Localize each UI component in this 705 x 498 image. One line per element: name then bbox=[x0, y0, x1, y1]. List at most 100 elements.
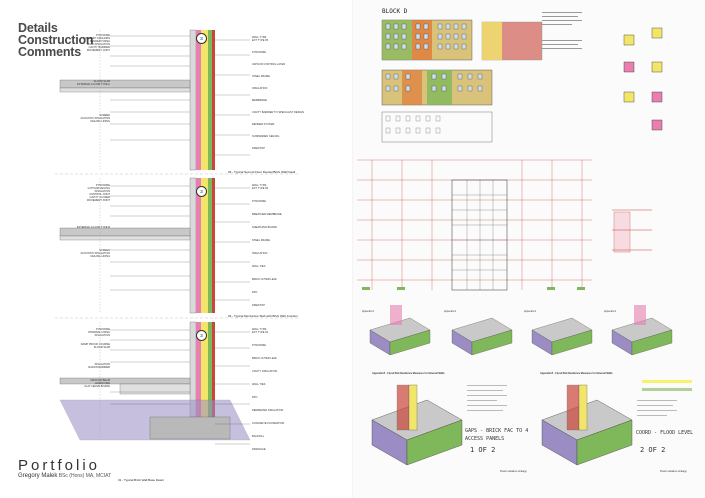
label: WALL TIES bbox=[252, 383, 266, 386]
label: FIRESTOP bbox=[252, 147, 265, 150]
label: CEILING LINING bbox=[90, 120, 110, 123]
label: CAVITY CLOSER bbox=[89, 196, 110, 199]
label: EXT TYPE 05 bbox=[252, 187, 269, 190]
label: ACOUSTIC INSULATION bbox=[80, 252, 111, 255]
author-name: Gregory Malek bbox=[18, 473, 58, 479]
note-gaps: GAPS - BRICK FAC TO 4 bbox=[465, 428, 529, 434]
label: RADON BARRIER bbox=[88, 366, 110, 369]
label: INSULATION bbox=[252, 87, 268, 90]
appendix-title-right: Appendix B - Flood Risk Resilience Measu… bbox=[540, 372, 613, 375]
detail-bottom-right-labels: WALL TYPE EXT TYPE 04 PYRO/FIRE BRICK OU… bbox=[252, 328, 312, 451]
title-line-2: Construction bbox=[18, 33, 94, 47]
label: HARDCORE bbox=[95, 382, 110, 385]
label: CONCRETE FOUNDATION bbox=[252, 422, 285, 425]
label: WALL TIES bbox=[252, 265, 266, 268]
label: RIGID INSULATION bbox=[86, 43, 110, 46]
portfolio-title: Portfolio bbox=[18, 457, 101, 474]
label: CONTROL JOINT bbox=[89, 193, 110, 196]
detail-bubble-middle: 3 bbox=[196, 186, 207, 197]
title-line-3: Comments bbox=[18, 45, 81, 59]
label: PERIMETER INSULATION bbox=[252, 409, 284, 412]
central-tower bbox=[451, 179, 508, 291]
legend-title-right: Flood resistance strategy bbox=[660, 470, 687, 473]
label: DAMP PROOF COURSE bbox=[80, 343, 110, 346]
label: INSULATION bbox=[94, 363, 110, 366]
label: CAVITY BARRIER TO SPECIALIST DESIGN bbox=[252, 111, 304, 114]
iso-panel-1 bbox=[369, 305, 431, 356]
label: BREATHER MEMBRANE bbox=[252, 213, 282, 216]
label: CEILING LINING bbox=[90, 255, 110, 258]
detail-bubble-top: 3 bbox=[196, 33, 207, 44]
label: EXTERNAL FLOOR TYPE A bbox=[76, 83, 110, 86]
note-sheet-2: 2 OF 2 bbox=[640, 446, 666, 454]
block-label: BLOCK D bbox=[382, 8, 408, 15]
label: SCREED bbox=[99, 249, 110, 252]
label: FLOOR SLAB bbox=[93, 346, 110, 349]
appendix-note-lines bbox=[467, 385, 677, 416]
panel-caption-4: Appendix A bbox=[604, 310, 617, 313]
label: GROUND BEAM bbox=[90, 379, 110, 382]
label: EXTERNAL FLOOR TYPE B bbox=[76, 226, 110, 229]
legend-title-left: Flood resistance strategy bbox=[500, 470, 527, 473]
label: DRAINAGE bbox=[252, 448, 266, 451]
notes-block bbox=[542, 12, 582, 49]
label: ACOUSTIC INSULATION bbox=[80, 117, 111, 120]
elevation-top bbox=[381, 19, 543, 61]
author-line: Gregory Malek BSc (Hons) MA, MCIAT bbox=[18, 473, 111, 479]
detail-top-left-labels: PYRO/FIRE MASONRY ANCHORS RENDER FINISH … bbox=[64, 34, 110, 123]
page-title: Details Construction Comments bbox=[18, 21, 94, 59]
wall-details-drawing bbox=[55, 29, 300, 445]
panel-caption-2: Appendix A bbox=[444, 310, 457, 313]
label: SUSPENDED CEILING bbox=[252, 135, 280, 138]
label: INSULATION bbox=[252, 252, 268, 255]
detail-middle-right-labels: WALL TYPE EXT TYPE 05 PYRO/FIRE BREATHER… bbox=[252, 184, 312, 307]
iso-panel-4 bbox=[611, 305, 673, 356]
label: PYRO/FIRE bbox=[96, 34, 110, 37]
label: INSULATION bbox=[94, 190, 110, 193]
label: PYRO/FIRE bbox=[252, 344, 266, 347]
detail-caption-top: 03 - Typical Second Floor Render/Brick W… bbox=[228, 170, 296, 174]
appendix-title-left: Appendix B - Flood Risk Resilience Measu… bbox=[372, 372, 445, 375]
detail-bubble-bottom: 3 bbox=[196, 330, 207, 341]
label: STEEL FRAME bbox=[252, 75, 270, 78]
label: DPC bbox=[252, 291, 258, 294]
label: FLOOR SLAB bbox=[93, 80, 110, 83]
label: PYRO/FIRE bbox=[96, 184, 110, 187]
label: MASONRY ANCHORS bbox=[83, 37, 110, 40]
label: EXT TYPE 05 bbox=[252, 39, 269, 42]
label: PYRO/FIRE bbox=[96, 328, 110, 331]
label: MOVEMENT JOINT bbox=[86, 49, 110, 52]
label: WALL TYPE bbox=[252, 36, 267, 39]
detail-bottom-left-labels: PYRO/FIRE INTERNAL FINISH INSULATION DAM… bbox=[64, 328, 110, 388]
label: INTERNAL FINISH bbox=[88, 331, 110, 334]
label: DPC bbox=[252, 396, 258, 399]
sketch-sheet bbox=[352, 0, 705, 498]
detail-top-right-labels: WALL TYPE EXT TYPE 05 PYRO/FIRE VAPOUR C… bbox=[252, 36, 312, 150]
label: WALL TYPE bbox=[252, 184, 267, 187]
label: SCREED bbox=[99, 114, 110, 117]
label: BRICK OUTER LEAF bbox=[252, 278, 277, 281]
label: FIRESTOP bbox=[252, 304, 265, 307]
green-markers bbox=[362, 287, 585, 290]
elevation-bottom bbox=[381, 111, 493, 143]
appendix-iso-left bbox=[371, 384, 463, 466]
label: STEEL FRAME bbox=[252, 239, 270, 242]
label: RENDER FINISH bbox=[89, 40, 110, 43]
iso-panels bbox=[369, 305, 673, 356]
label: VAPOUR CONTROL LAYER bbox=[252, 63, 286, 66]
label: WALL TYPE bbox=[252, 328, 267, 331]
label: SHEATHING BOARD bbox=[252, 226, 277, 229]
detail-caption-bottom: 01 - Typical Brick Wall Base Detail bbox=[118, 478, 164, 482]
elevation-middle bbox=[381, 69, 493, 106]
note-coord: COORD - FLOOD LEVEL bbox=[636, 430, 694, 436]
label: CAVITY INSULATION bbox=[252, 370, 278, 373]
iso-panel-3 bbox=[531, 317, 593, 356]
label: GYPSUM CEILING bbox=[87, 187, 110, 190]
red-sketch-detail bbox=[612, 209, 652, 253]
label: PYRO/FIRE bbox=[252, 51, 266, 54]
label: BRICK OUTER LEAF bbox=[252, 357, 277, 360]
iso-panel-2 bbox=[451, 317, 513, 356]
label: INSULATION bbox=[94, 334, 110, 337]
label: CAVITY BARRIER bbox=[88, 46, 110, 49]
title-line-1: Details bbox=[18, 21, 58, 35]
